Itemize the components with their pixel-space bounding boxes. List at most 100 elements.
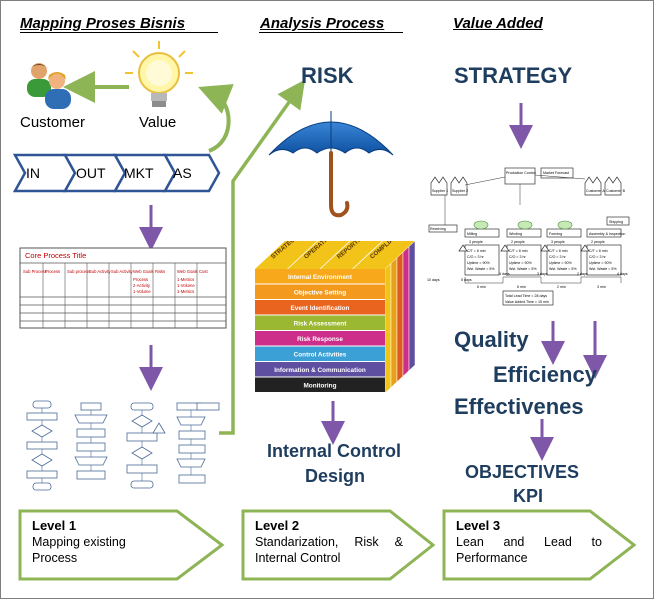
cube-row-label-2: Objective Setting [294,290,346,297]
lightbulb-icon [125,41,193,107]
table-sub-2: 2-Activity [133,283,151,288]
arrow-chain-to-value [198,84,234,153]
value-label: Value [139,114,177,131]
customer-icon [27,63,71,109]
cube-row-3 [255,300,385,315]
chain-label-mkt: MKT [124,165,154,181]
level1-line1: Mapping existing [32,535,126,549]
vsm-supplier2: Supplier 2 [452,189,468,193]
header-mapping-proses-bisnis: Mapping Proses Bisnis [20,15,186,32]
vsm-data-3c: Uptime = 90% [549,261,572,265]
vsm-data-1d: Wst. Waste = 5% [467,267,495,271]
cube-right-strip-5 [408,241,415,372]
icd-line2: Design [305,466,366,486]
vsm-data-4a: C/T = 6 min [589,249,608,253]
header-value-added: Value Added [453,15,543,32]
efficiency-label: Efficiency [493,362,597,387]
vsm-step-winding: Winding [509,232,522,236]
vsm-time-1: 6 min [477,285,486,289]
cube-row-5 [255,331,385,346]
process-flowcharts [26,400,220,491]
vsm-data-1b: C/O = 3 hr [467,255,484,259]
vsm-time-4: 3 min [597,285,606,289]
vsm-data-2a: C/T = 6 min [509,249,528,253]
chain-label-in: IN [26,165,40,181]
table-col-6: Web Goals [133,269,154,274]
cube-row-8 [255,377,385,392]
vsm-days-2: 4 days [499,272,510,276]
vsm-ops-3: 3 people [551,240,565,244]
vsm-data-4c: Uptime = 90% [589,261,612,265]
strategy-label: STRATEGY [454,63,573,88]
table-sub-4: 1-Metrics [177,277,194,282]
vsm-data-3b: C/O = 3 hr [549,255,566,259]
vsm-data-2c: Uptime = 90% [509,261,532,265]
effectivenes-label: Effectivenes [454,394,584,419]
vsm-data-2d: Wst. Waste = 5% [509,267,537,271]
vsm-data-1c: Uptime = 90% [467,261,490,265]
header-analysis-process: Analysis Process [260,15,385,32]
table-sub-6: 1-Metrics [177,289,194,294]
objectives-label: OBJECTIVES [465,462,580,482]
table-sub-5: 1-Volume [177,283,195,288]
level2-arrow [241,509,436,581]
level2-box: Level 2 Standarization, Risk & Internal … [255,518,403,566]
table-col-5: Sub Activity [111,269,134,274]
chain-as [162,153,221,193]
vsm-customer-a: Customer A [586,189,605,193]
level1-arrow [18,509,225,581]
vsm-step-milling: Milling [467,232,477,236]
vsm-data-3d: Wst. Waste = 5% [549,267,577,271]
coso-cube: STRATEGICOPERATIONSREPORTINGCOMPLIANCE I… [255,241,415,393]
core-process-table: Core Process Title Sub Process Process S… [19,247,227,329]
level1-line2: Process [32,551,78,565]
level3-arrow [442,509,637,581]
chain-label-as: AS [173,165,192,181]
cube-row-6 [255,346,385,361]
table-col-4: Sub Activity [89,269,112,274]
vsm-data-1a: C/T = 6 min [467,249,486,253]
level1-title: Level 1 [32,518,77,533]
vsm-market-forecast: Market Forecast [543,171,569,175]
quality-label: Quality [454,327,529,352]
vsm-step-forming: Forming [549,232,562,236]
vsm-value-added: Value Added Time = 15 min [505,300,549,304]
vsm-supplier1: Supplier 1 [432,189,448,193]
cube-row-label-4: Risk Assessment [294,321,348,328]
cube-row-label-5: Risk Response [297,336,343,343]
cube-row-label-3: Event Identification [291,305,350,312]
cube-row-1 [255,269,385,284]
table-sub-3: 1-Volume [133,289,151,294]
level3-line2: Performance [456,551,528,565]
level3-box: Level 3 Lean and Lead to Performance [456,518,602,566]
arrow-flowchart-to-risk [219,79,306,435]
chain-label-out: OUT [76,165,106,181]
vsm-days-5: 4 days [617,272,628,276]
vsm-customer-b: Customer B [606,189,626,193]
table-sub-1: Process [133,277,148,282]
level2-line1: Standarization, Risk & [255,535,403,549]
vsm-ops-1: 3 people [469,240,483,244]
cube-row-2 [255,284,385,299]
risk-label: RISK [301,63,354,88]
level2-line2: Internal Control [255,551,341,565]
cube-row-label-8: Monitoring [303,383,336,390]
cube-top-divider-2 [319,241,351,270]
cube-row-label-7: Information & Communication [274,367,366,374]
cube-row-7 [255,362,385,377]
cube-row-4 [255,315,385,330]
value-chain: IN OUT MKT AS [13,153,221,193]
kpi-label: KPI [513,486,544,506]
table-col-2: Process [45,269,60,274]
level3-title: Level 3 [456,518,501,533]
cube-top-divider-3 [352,241,383,270]
vsm-step-receiving: Receiving [430,227,446,231]
vsm-data-4b: C/O = 3 hr [589,255,606,259]
header-underline-2 [259,32,403,33]
table-col-1: Sub Process [23,269,47,274]
vsm-days-1: 5 days [461,278,472,282]
header-underline-1 [20,32,218,33]
customer-label: Customer [20,114,86,131]
